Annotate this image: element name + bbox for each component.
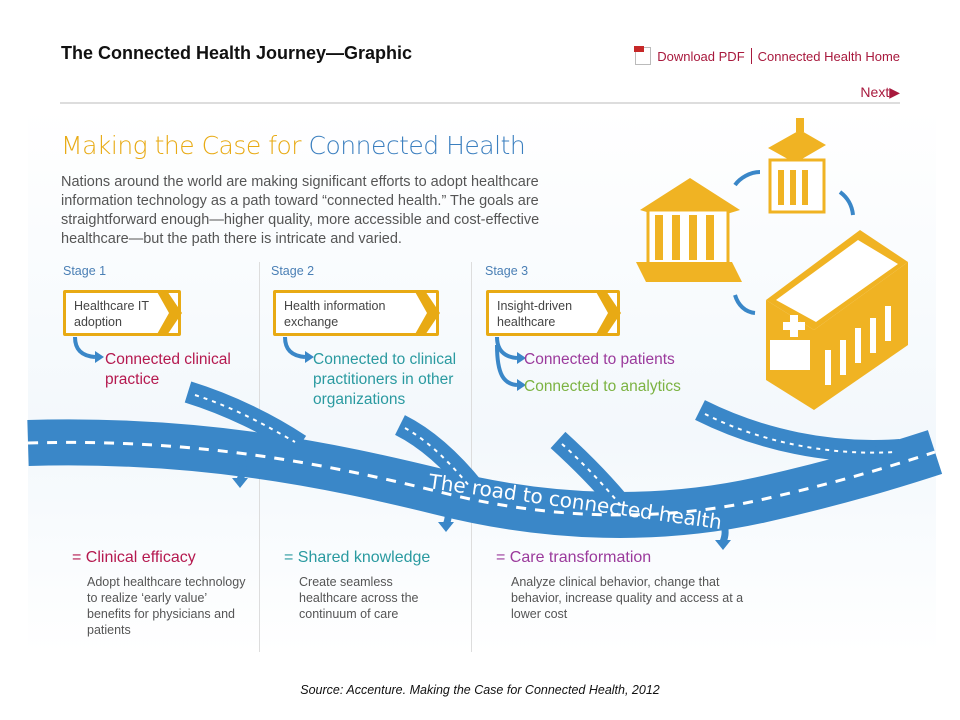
chevron-icon (414, 290, 440, 336)
next-label: Next (860, 84, 890, 100)
heading-part1: Making the Case for (61, 131, 302, 160)
chevron-icon (595, 290, 621, 336)
stage-1-outcome: Connected clinical practice (105, 351, 231, 388)
stage-3-result: = Care transformation (496, 549, 652, 566)
link-divider (750, 48, 752, 64)
page-title: The Connected Health Journey—Graphic (61, 43, 413, 63)
stage-1-label: Stage 1 (63, 264, 107, 278)
source-caption: Source: Accenture. Making the Case for C… (300, 683, 660, 697)
stage-2-description: Create seamless healthcare across the co… (299, 575, 419, 621)
header-links: Download PDF Connected Health Home (634, 46, 900, 65)
stage-3-box-text: Insight-driven healthcare (497, 299, 573, 329)
stage-1-box-text: Healthcare IT adoption (74, 299, 149, 329)
chevron-icon (156, 290, 182, 336)
stage-3-box: Insight-driven healthcare (486, 290, 621, 336)
hospital-icon (766, 230, 908, 410)
next-link[interactable]: Next▶ (860, 84, 900, 101)
stage-1-result: = Clinical efficacy (72, 549, 196, 566)
stage-divider (471, 262, 472, 652)
arrowheads (232, 478, 731, 550)
stage-2-label: Stage 2 (271, 264, 315, 278)
arrow-drop (718, 516, 729, 544)
heading-part2: Connected Health (308, 131, 526, 160)
stage-2-outcome: Connected to clinical practitioners in o… (313, 351, 457, 408)
intro-text: Nations around the world are making sign… (61, 174, 540, 247)
pdf-icon (634, 46, 652, 65)
stage-3-outcome-patients: Connected to patients (524, 351, 675, 368)
connected-health-home-link[interactable]: Connected Health Home (757, 48, 900, 64)
government-building-icon (636, 178, 742, 282)
download-pdf-link[interactable]: Download PDF (657, 48, 745, 64)
stage-1-description: Adopt healthcare technology to realize ‘… (87, 575, 246, 637)
laboratory-icon (768, 118, 826, 214)
stage-2-box: Health information exchange (273, 290, 440, 336)
play-arrow-icon: ▶ (889, 84, 900, 100)
stage-2-box-text: Health information exchange (284, 299, 386, 329)
stage-2-result: = Shared knowledge (284, 549, 431, 566)
stage-1-box: Healthcare IT adoption (63, 290, 182, 336)
infographic-heading: Making the Case for Connected Health (61, 131, 526, 160)
stage-3-label: Stage 3 (485, 264, 529, 278)
arrow-drop (236, 453, 247, 482)
stage-3-outcome-analytics: Connected to analytics (524, 378, 681, 395)
divider (60, 102, 900, 104)
stage-3-description: Analyze clinical behavior, change that b… (511, 575, 744, 621)
